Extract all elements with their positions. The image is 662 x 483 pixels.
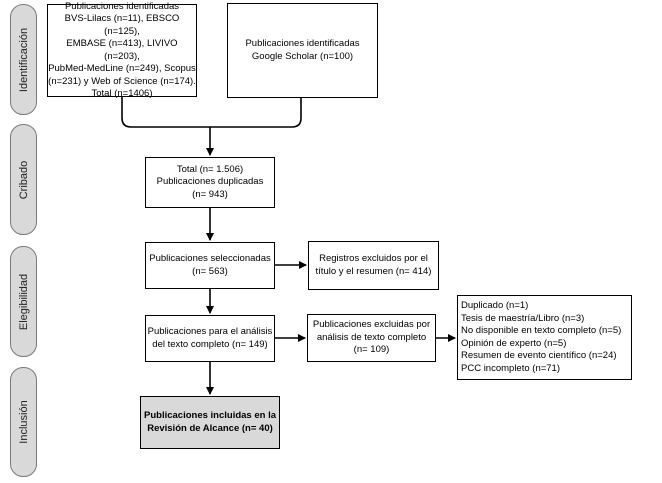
phase-identificacion: Identificación bbox=[10, 4, 37, 115]
merge-connector bbox=[121, 97, 302, 128]
box-excluded-title-abstract-text: Registros excluidos por el título y el r… bbox=[315, 253, 432, 277]
box-total-duplicates-text: Total (n= 1.506) Publicaciones duplicada… bbox=[156, 163, 264, 200]
box-included-text: Publicaciones incluidas en la Revisión d… bbox=[144, 410, 276, 434]
box-selected: Publicaciones seleccionadas (n= 563) bbox=[145, 242, 275, 289]
box-total-duplicates: Total (n= 1.506) Publicaciones duplicada… bbox=[145, 157, 275, 208]
box-fulltext-analysis-text: Publicaciones para el análisis del texto… bbox=[147, 326, 273, 350]
box-databases-text: Publicaciones identificadas BVS-Lilacs (… bbox=[48, 0, 196, 100]
box-excluded-fulltext-text: Publicaciones excluidas por análisis de … bbox=[312, 319, 431, 356]
box-google-scholar-text: Publicaciones identificadas Google Schol… bbox=[245, 38, 360, 62]
box-excluded-title-abstract: Registros excluidos por el título y el r… bbox=[308, 241, 439, 290]
phase-inclusion: Inclusión bbox=[10, 367, 37, 477]
box-exclusion-reasons-text: Duplicado (n=1) Tesis de maestría/Libro … bbox=[461, 300, 622, 374]
phase-identificacion-label: Identificación bbox=[17, 27, 30, 92]
phase-cribado: Cribado bbox=[10, 124, 37, 235]
phase-inclusion-label: Inclusión bbox=[17, 400, 30, 444]
phase-elegibilidad-label: Elegibilidad bbox=[17, 273, 30, 330]
box-google-scholar: Publicaciones identificadas Google Schol… bbox=[227, 3, 378, 98]
phase-cribado-label: Cribado bbox=[17, 160, 30, 199]
box-excluded-fulltext: Publicaciones excluidas por análisis de … bbox=[307, 314, 436, 362]
box-fulltext-analysis: Publicaciones para el análisis del texto… bbox=[145, 315, 275, 362]
box-exclusion-reasons: Duplicado (n=1) Tesis de maestría/Libro … bbox=[457, 295, 632, 380]
phase-elegibilidad: Elegibilidad bbox=[10, 246, 37, 357]
box-databases: Publicaciones identificadas BVS-Lilacs (… bbox=[47, 1, 197, 99]
box-included: Publicaciones incluidas en la Revisión d… bbox=[140, 396, 280, 449]
box-selected-text: Publicaciones seleccionadas (n= 563) bbox=[149, 253, 271, 277]
